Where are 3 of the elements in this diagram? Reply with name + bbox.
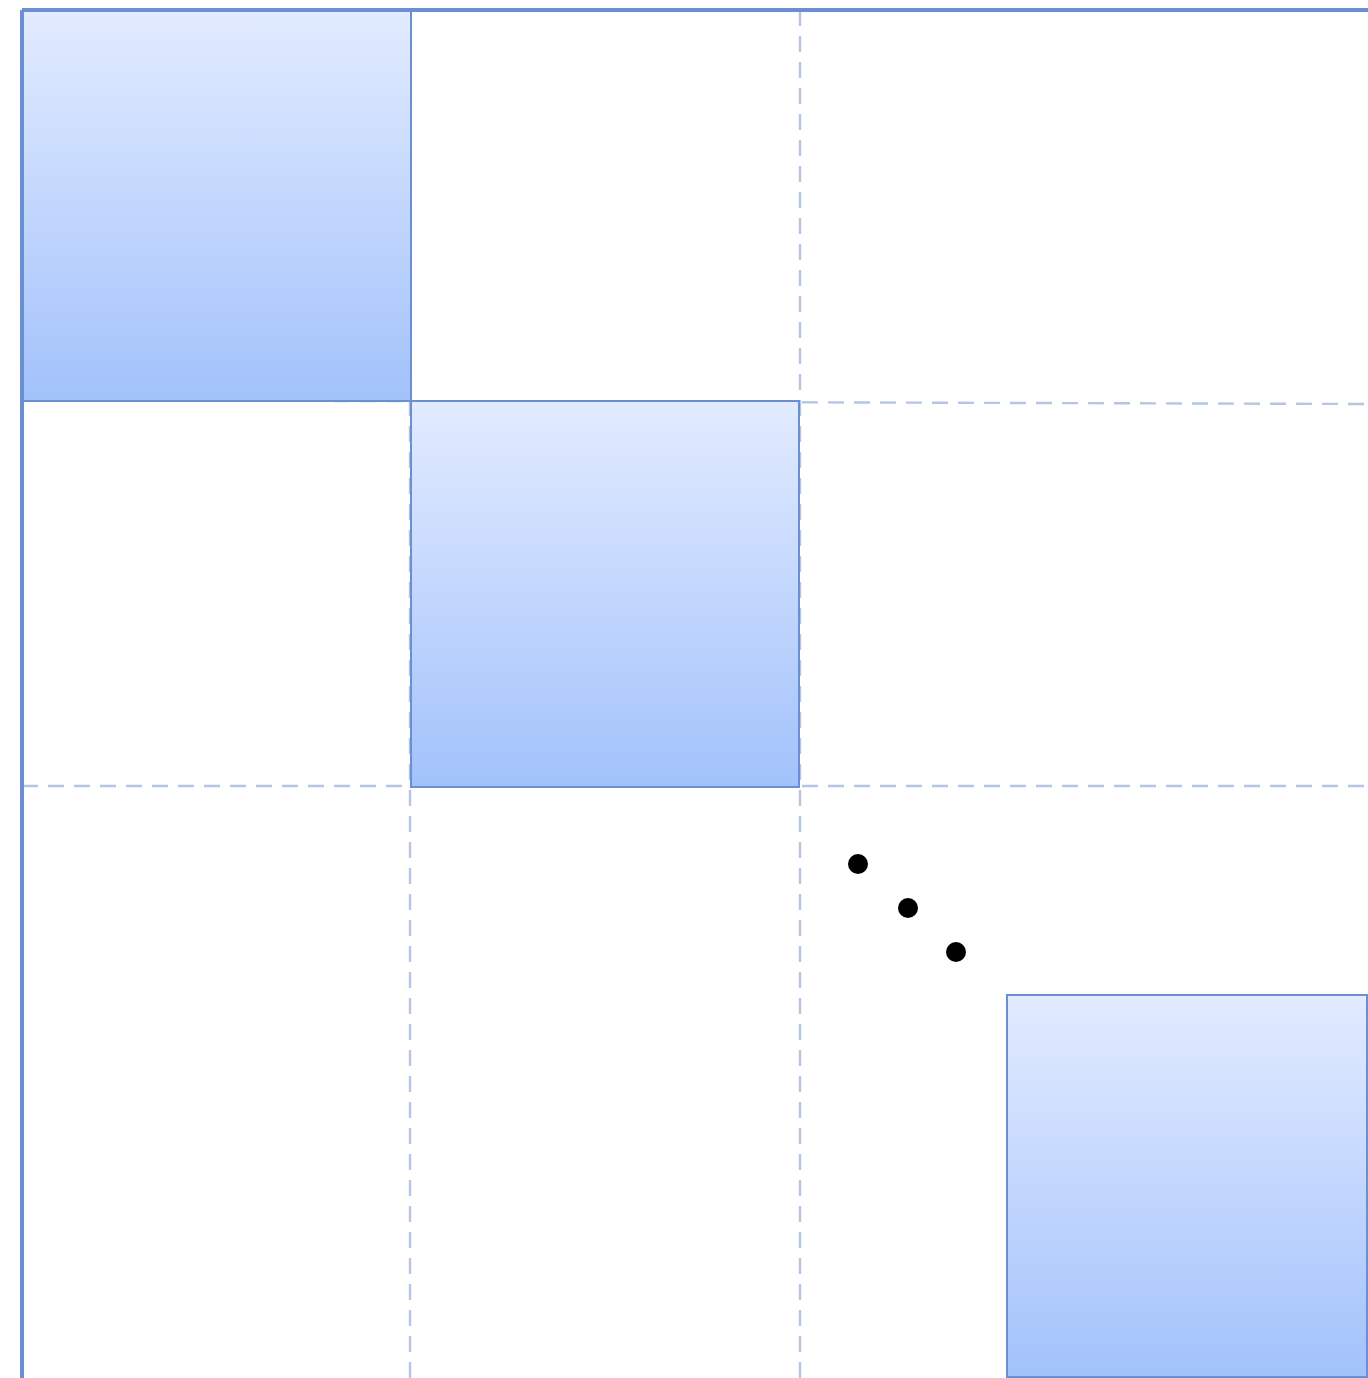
matrix-block [1006, 994, 1368, 1378]
matrix-block [22, 10, 412, 402]
matrix-block [410, 400, 800, 788]
